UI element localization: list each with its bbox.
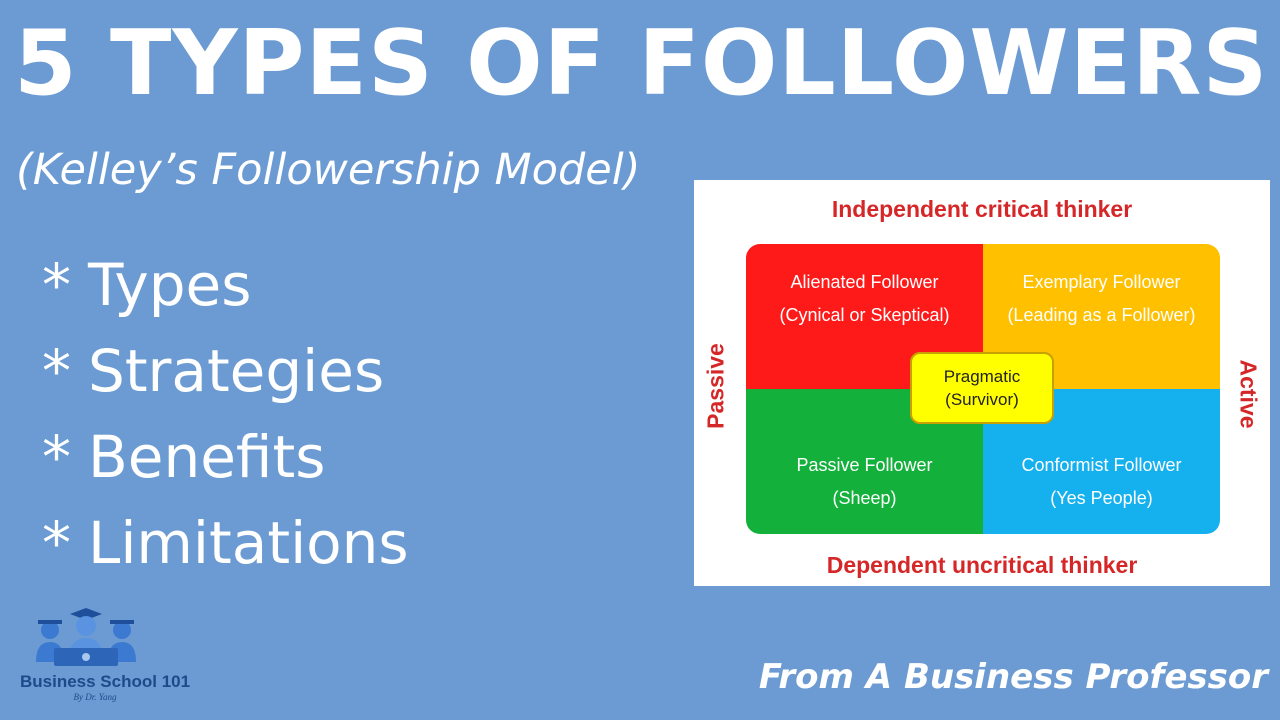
page-subtitle: (Kelley’s Followership Model) — [16, 145, 641, 195]
topic-item: *Types — [42, 242, 409, 328]
topic-item: *Benefits — [42, 414, 409, 500]
center-desc: (Survivor) — [945, 390, 1019, 409]
quadrant-grid: Alienated Follower (Cynical or Skeptical… — [746, 244, 1220, 534]
topic-item: *Limitations — [42, 500, 409, 586]
topic-label: Types — [88, 251, 252, 319]
topic-item: *Strategies — [42, 328, 409, 414]
quadrant-desc: (Cynical or Skeptical) — [779, 305, 950, 325]
logo-name: Business School 101 — [20, 672, 191, 691]
axis-label-right: Active — [1235, 359, 1262, 429]
page-title: 5 TYPES OF FOLLOWERS — [14, 11, 1269, 116]
quadrant-exemplary: Exemplary Follower (Leading as a Followe… — [983, 244, 1220, 389]
axis-label-bottom: Dependent uncritical thinker — [826, 552, 1138, 578]
quadrant-desc: (Sheep) — [832, 488, 897, 508]
topic-label: Limitations — [88, 509, 409, 577]
bullet-star: * — [42, 337, 71, 405]
quadrant-desc: (Leading as a Follower) — [1007, 305, 1196, 325]
axis-label-left: Passive — [702, 343, 729, 429]
axis-label-top: Independent critical thinker — [831, 196, 1133, 222]
quadrant-name: Conformist Follower — [1021, 455, 1182, 475]
bullet-star: * — [42, 251, 71, 319]
business-school-logo: Business School 101 By Dr. Yang — [20, 604, 191, 708]
quadrant-alienated: Alienated Follower (Cynical or Skeptical… — [746, 244, 983, 389]
bullet-star: * — [42, 509, 71, 577]
logo-tagline: By Dr. Yang — [73, 692, 117, 702]
graduates-logo-icon — [36, 608, 136, 666]
followership-diagram: Independent critical thinker Passive Act… — [694, 180, 1270, 586]
quadrant-pragmatic: Pragmatic (Survivor) — [910, 352, 1054, 424]
quadrant-name: Passive Follower — [796, 455, 933, 475]
bullet-star: * — [42, 423, 71, 491]
center-name: Pragmatic — [943, 367, 1021, 386]
quadrant-desc: (Yes People) — [1050, 488, 1153, 508]
quadrant-name: Alienated Follower — [790, 272, 939, 292]
topic-list: *Types *Strategies *Benefits *Limitation… — [42, 242, 409, 586]
topic-label: Strategies — [88, 337, 385, 405]
footer-credit: From A Business Professor — [758, 657, 1268, 697]
quadrant-name: Exemplary Follower — [1022, 272, 1181, 292]
quadrant-conformist: Conformist Follower (Yes People) — [983, 389, 1220, 534]
topic-label: Benefits — [88, 423, 326, 491]
